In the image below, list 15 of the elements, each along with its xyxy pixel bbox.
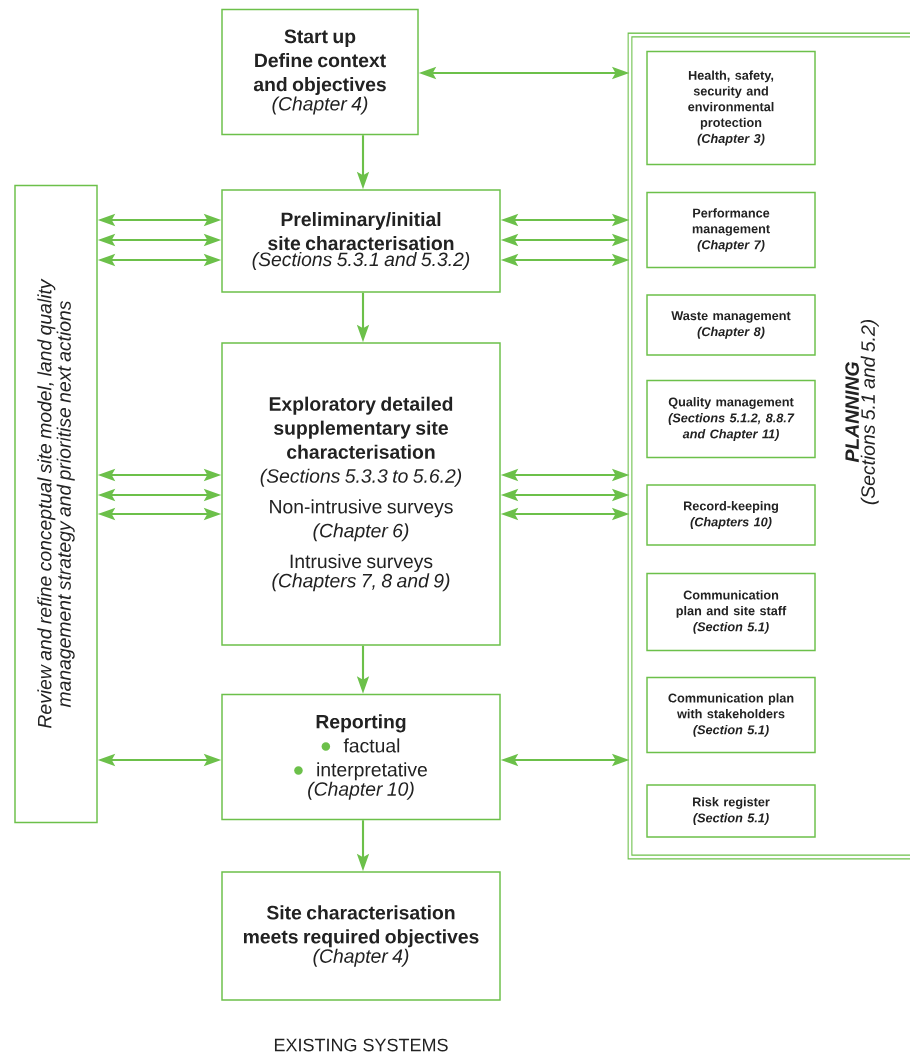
caption-text: EXISTING SYSTEMS: [274, 1038, 448, 1052]
process-box: Exploratory detailed supplementary site characterisation (Sections 5.3.3 to 5.6.2) Non-intrusive surveys (Chapter 6) Intrusive surveys (Chapters 7, 8 and 9): [221, 342, 501, 646]
topic-box: Health, safety, security and environmental protection (Chapter 3): [646, 50, 816, 166]
topic-box: Record-keeping (Chapters 10): [646, 484, 816, 546]
topic-box: Performance management (Chapter 7): [646, 191, 816, 269]
process-box: Reporting factual interpretative (Chapter 10): [221, 693, 501, 821]
process-box: Preliminary/initial site characterisation (Sections 5.3.1 and 5.3.2): [221, 189, 501, 293]
process-box: Site characterisation meets required objectives (Chapter 4): [221, 871, 501, 1001]
review-box: Review and refine conceptual site model, land quality management strategy and prioritise next actions: [14, 184, 98, 824]
topic-box: Communication plan with stakeholders (Section 5.1): [646, 676, 816, 754]
topic-box: Waste management (Chapter 8): [646, 294, 816, 356]
topic-box: Risk register (Section 5.1): [646, 784, 816, 838]
topic-box: Communication plan and site staff (Section 5.1): [646, 572, 816, 652]
topic-box: Quality management (Sections 5.1.2, 8.8.7 and Chapter 11): [646, 379, 816, 459]
process-box: Start up Define context and objectives (Chapter 4): [221, 8, 419, 136]
